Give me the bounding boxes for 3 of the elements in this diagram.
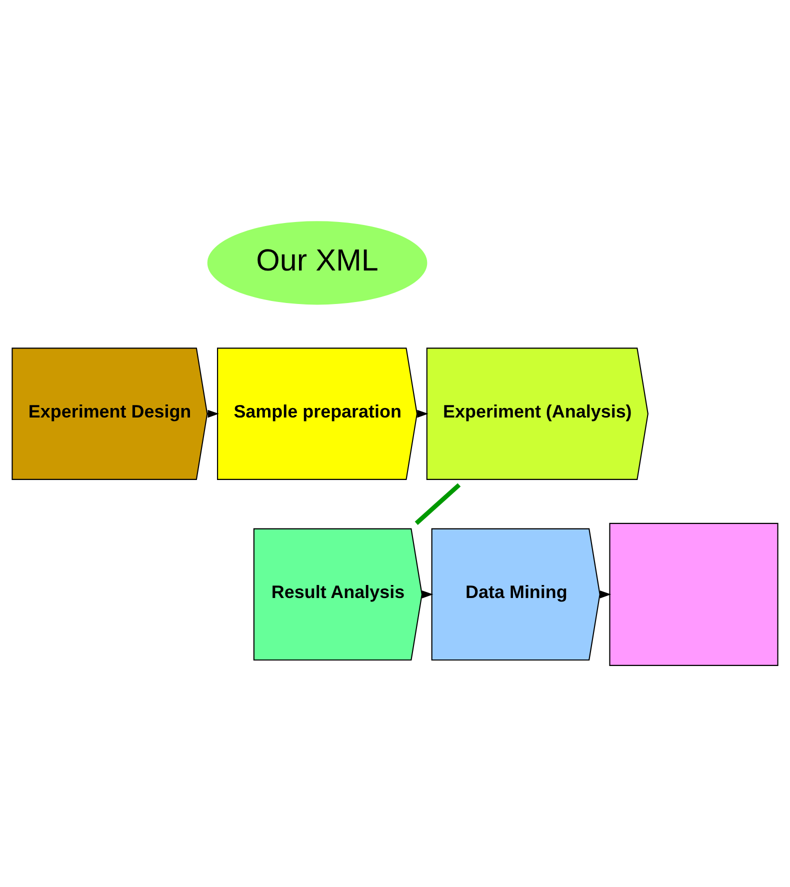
node-ellipse: Our XML — [207, 221, 428, 305]
node-box — [609, 522, 778, 666]
connector — [414, 483, 461, 525]
